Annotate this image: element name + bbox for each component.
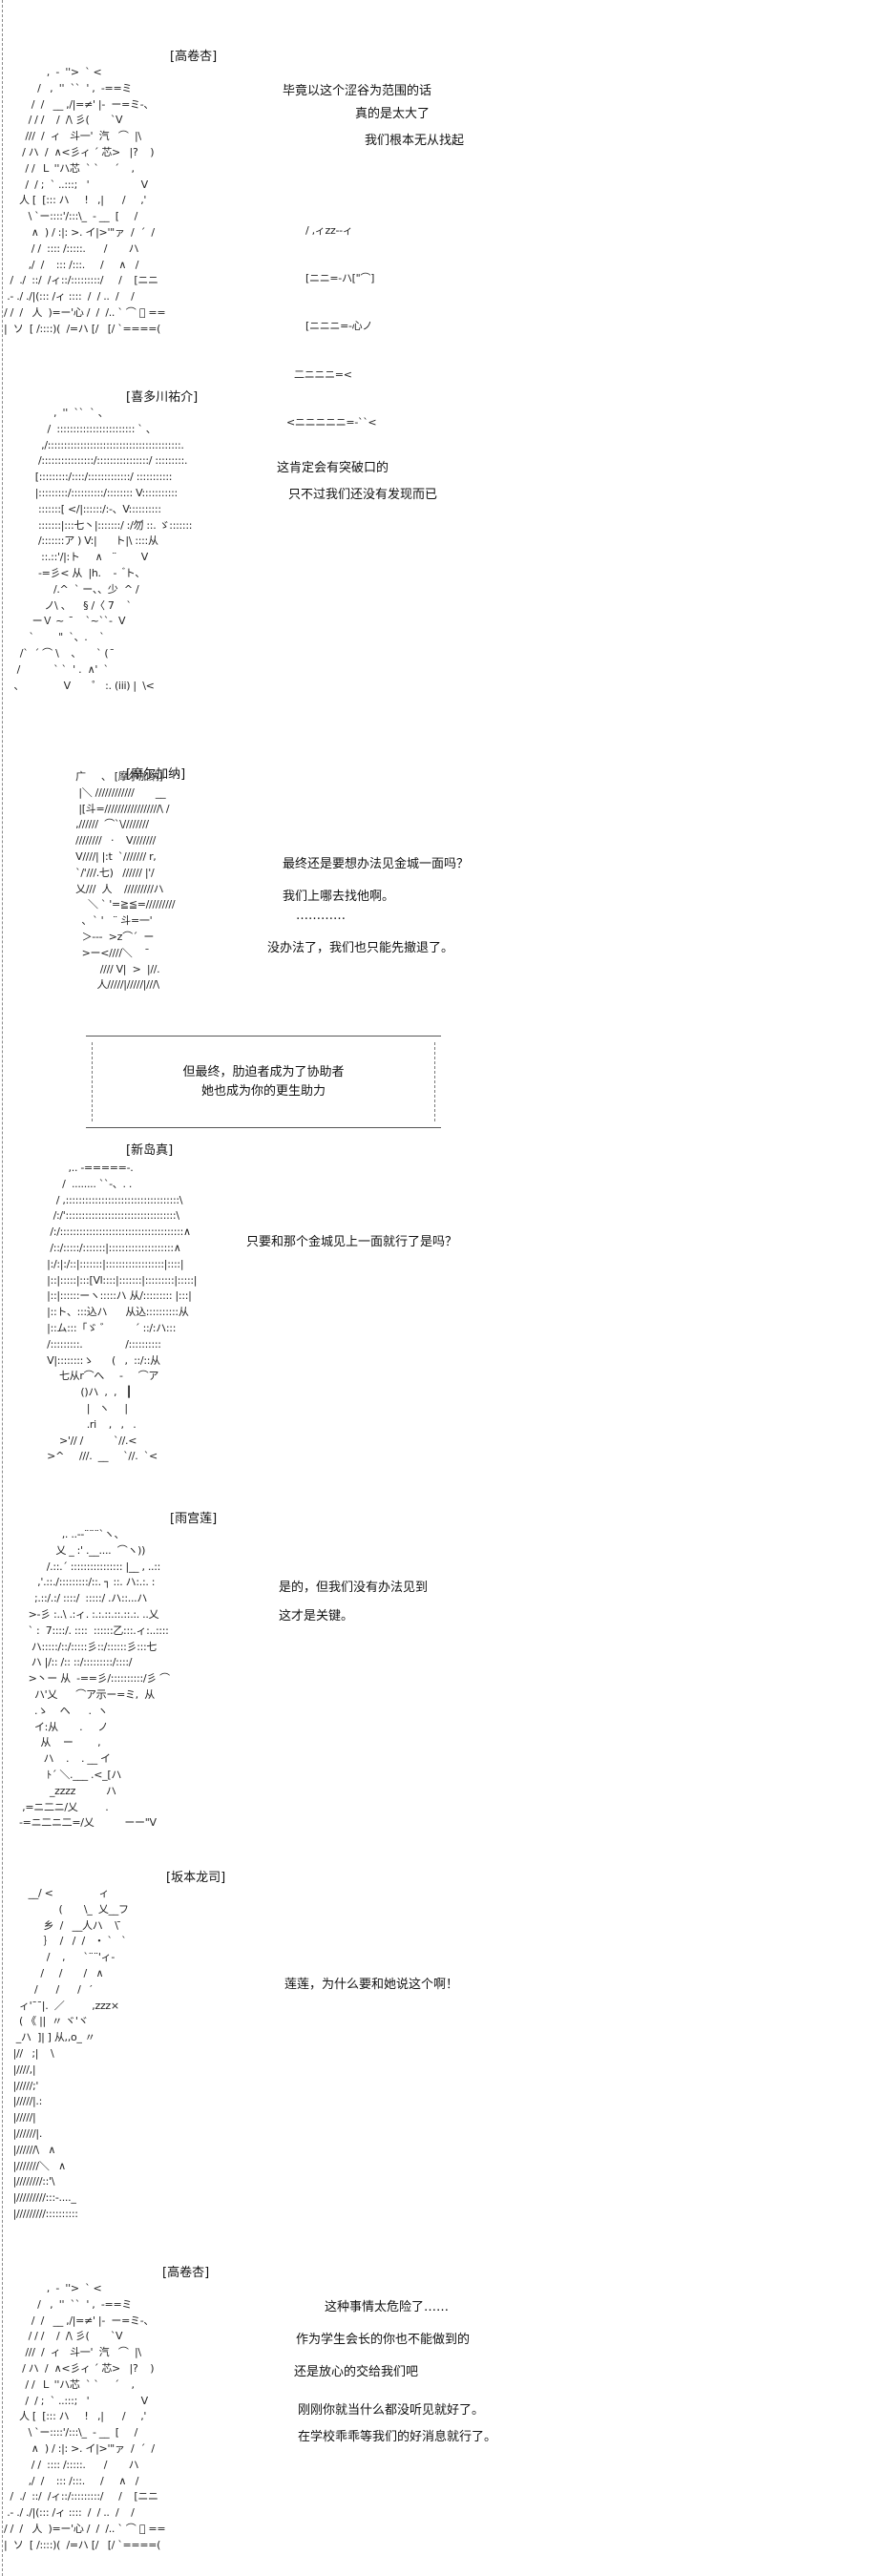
dialogue-line: 我们上哪去找他啊。 xyxy=(283,890,395,904)
dialogue-line: 还是放心的交给我们吧 xyxy=(294,2365,419,2379)
art-tail-line: <ニニニニニ=-``< xyxy=(286,416,377,429)
dialogue-line: 这种事情太危险了…… xyxy=(325,2300,450,2314)
dialogue-lines: 这肯定会有突破口的 只不过我们还没有发现而已 xyxy=(277,459,437,505)
dialogue-line: 这肯定会有突破口的 xyxy=(277,461,389,475)
dialogue-line: 是的，但我们没有办法见到 xyxy=(279,1581,429,1595)
narration-text: 但最终，肋迫者成为了协助者 她也成为你的更生助力 xyxy=(86,1063,441,1101)
narration-line: 但最终，肋迫者成为了协助者 xyxy=(182,1065,345,1079)
dialogue-lines: 这种事情太危险了…… 作为学生会长的你也不能做到的 还是放心的交给我们吧 刚刚你… xyxy=(294,2298,496,2447)
left-margin-dashed-line xyxy=(2,0,3,2576)
dialogue-line: 在学校乖乖等我们的好消息就行了。 xyxy=(298,2430,497,2444)
narration-line: 她也成为你的更生助力 xyxy=(200,1084,326,1099)
dialogue-line: 这才是关键。 xyxy=(279,1609,354,1623)
dialogue-line: 作为学生会长的你也不能做到的 xyxy=(296,2333,471,2347)
dialogue-lines: 只要和那个金城见上一面就行了是吗？ xyxy=(246,1233,457,1252)
dialogue-line: 我们根本无从找起 xyxy=(365,134,465,148)
dialogue-line: 没办法了，我们也只能先撤退了。 xyxy=(267,941,454,955)
art-tail-line: / ,ィzz--ィ xyxy=(305,223,353,237)
dialogue-lines: 最终还是要想办法见金城一面吗？ 我们上哪去找他啊。 ………… 没办法了，我们也只… xyxy=(267,855,470,958)
speaker-label: [雨宫莲] xyxy=(170,1512,218,1526)
dialogue-line: 只不过我们还没有发现而已 xyxy=(288,488,438,502)
ascii-art-character: , - ''> ` < / , '' `` ' , -==ミ / / __ ,/… xyxy=(4,66,166,335)
narration-box-left-edge xyxy=(92,1042,93,1121)
dialogue-line: 莲莲，为什么要和她说这个啊！ xyxy=(284,1978,459,1992)
speaker-label: [喜多川祐介] xyxy=(126,390,199,405)
ascii-art-character: ,.. -=====-. / ........ ``-、. . / ,:::::… xyxy=(47,1162,198,1463)
speaker-label: [坂本龙司] xyxy=(166,1871,226,1885)
ascii-art-character: __/ < ィ ( \_ 乂__フ 乡 / __人ハ \ ̄ ｝ / / / ・… xyxy=(12,1887,129,2220)
narration-box-right-edge xyxy=(434,1042,435,1121)
ascii-art-character: , - ''> ` < / , '' `` ' , -==ミ / / __ ,/… xyxy=(4,2282,166,2551)
speaker-label: [摩尔加纳] xyxy=(126,767,186,782)
dialogue-lines: 莲莲，为什么要和她说这个啊！ xyxy=(284,1976,458,1995)
narration-box: 但最终，肋迫者成为了协助者 她也成为你的更生助力 xyxy=(86,1036,441,1128)
dialogue-line: 毕竟以这个涩谷为范围的话 xyxy=(283,84,432,98)
ascii-art-tail: / ,ィzz--ィ [ニニ=-ハ["⌒] [ニニニ=-心ノ 二ニニニ=< <ニニ… xyxy=(286,191,377,464)
dialogue-line: 最终还是要想办法见金城一面吗？ xyxy=(283,857,470,871)
ascii-art-character: ,. ..--¨¨¨`ヽ、 乂 _ :' .__.... ⌒ヽ)) /.::.´… xyxy=(18,1528,170,1830)
dialogue-lines: 毕竟以这个涩谷为范围的话 真的是太大了 我们根本无从找起 xyxy=(283,82,464,151)
dialogue-line: 刚刚你就当什么都没听见就好了。 xyxy=(298,2403,485,2418)
art-tail-line: [ニニニ=-心ノ xyxy=(305,320,373,333)
speaker-label: [高卷杏] xyxy=(170,50,218,64)
dialogue-line: 只要和那个金城见上一面就行了是吗？ xyxy=(246,1235,458,1249)
speaker-label: [高卷杏] xyxy=(162,2266,210,2280)
dialogue-line: 真的是太大了 xyxy=(355,107,431,121)
ascii-art-character: , '' `` ` 、 / :::::::::::::::::::::::: `… xyxy=(13,407,193,692)
ascii-art-character: 广 、 [摩尔加纳] |＼ //////////// __ |[斗=//////… xyxy=(75,770,176,992)
dialogue-lines: 是的，但我们没有办法见到 这才是关键。 xyxy=(279,1579,428,1626)
dialogue-line: ………… xyxy=(296,909,346,923)
art-tail-line: 二ニニニ=< xyxy=(294,367,352,381)
speaker-label: [新岛真] xyxy=(126,1143,174,1158)
art-tail-line: [ニニ=-ハ["⌒] xyxy=(305,271,375,284)
